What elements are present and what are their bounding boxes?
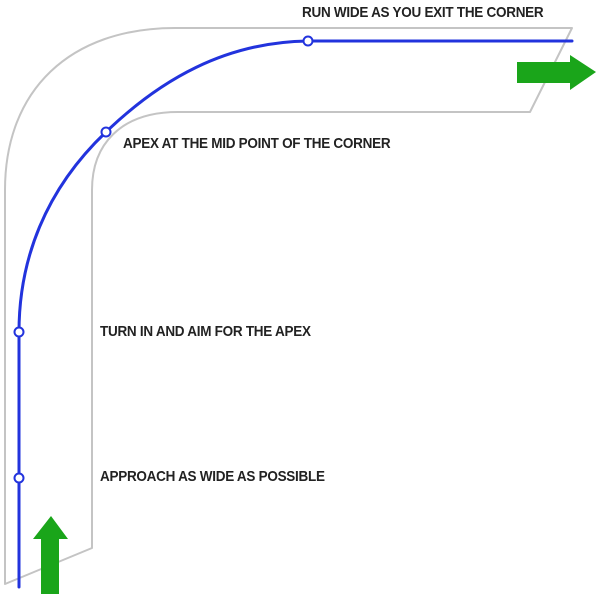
turn-in-label: TURN IN AND AIM FOR THE APEX	[100, 323, 311, 340]
exit-label: RUN WIDE AS YOU EXIT THE CORNER	[302, 4, 544, 21]
arrow-right-icon	[517, 55, 596, 90]
exit-point-marker	[302, 35, 314, 47]
arrow-up-icon	[33, 516, 68, 594]
track-outline	[4, 27, 573, 585]
approach-label: APPROACH AS WIDE AS POSSIBLE	[100, 468, 325, 485]
apex-label: APEX AT THE MID POINT OF THE CORNER	[123, 135, 391, 152]
racing-line	[17, 39, 574, 589]
turn-in-point-marker	[13, 326, 25, 338]
approach-point-marker	[13, 472, 25, 484]
apex-point-marker	[100, 126, 112, 138]
